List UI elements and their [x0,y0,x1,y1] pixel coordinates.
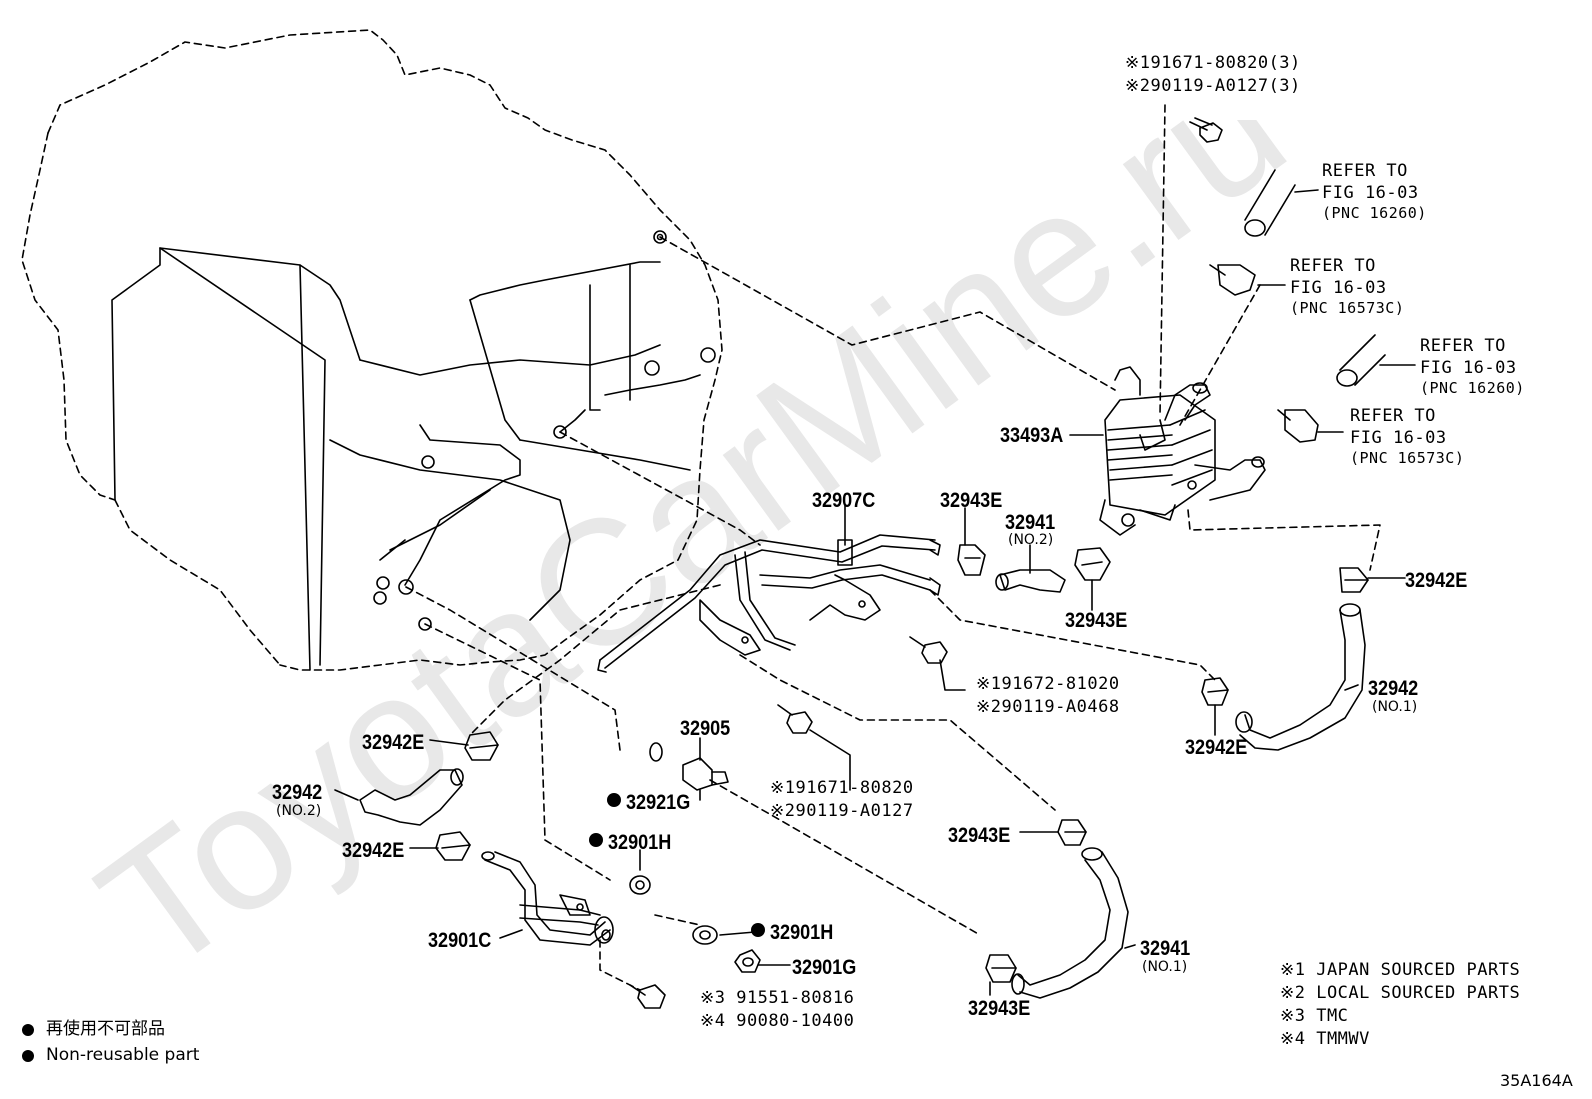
clip-32943E-mid [1074,547,1111,581]
refer-3-line3: (PNC 16260) [1420,379,1525,397]
note-4: ※4 TMMWV [1280,1029,1370,1049]
note-2: ※2 LOCAL SOURCED PARTS [1280,983,1521,1003]
part-32941-no1-sub: (NO.1) [1142,959,1188,975]
leader-dashed-lines [405,104,1381,991]
bolt-center-line2[interactable]: ※290119-A0127 [770,801,914,821]
bolt-32901G [734,949,761,973]
part-32942-no1[interactable]: 32942 [1368,677,1419,700]
bolt-center [777,704,851,791]
top-bolt-drawing [1189,117,1223,143]
refer-2-line1[interactable]: REFER TO [1290,256,1376,276]
transmission-bellhousing [111,230,716,671]
note-3: ※3 TMC [1280,1006,1349,1026]
diagram-id: 35A164A [1500,1071,1573,1090]
refer-clamp-2 [1209,264,1286,296]
transmission-housing-outline [21,29,723,671]
part-32942E-left[interactable]: 32942E [362,731,425,754]
bolt-mid-line1[interactable]: ※191672-81020 [976,674,1120,694]
clip-32943E-top [957,544,986,576]
leader-solid-lines [334,434,1406,996]
refer-3-line1[interactable]: REFER TO [1420,336,1506,356]
bolt-mid [909,636,966,691]
clip-32942E-right [1339,567,1369,593]
bolt-bottom [629,984,666,1009]
tube-32901C-drawing [481,851,611,946]
washer-32901H-b [692,925,718,945]
oil-cooler-drawing [1099,366,1266,536]
refer-4-line3: (PNC 16573C) [1350,449,1465,467]
part-32943E-mid[interactable]: 32943E [1065,609,1128,632]
part-32901C[interactable]: 32901C [428,929,492,952]
clip-32942E-left [464,731,499,761]
part-32941-no1[interactable]: 32941 [1140,937,1191,960]
refer-1-line3: (PNC 16260) [1322,204,1427,222]
tube-32907C-drawing [597,534,941,673]
part-33493A[interactable]: 33493A [1000,424,1064,447]
part-32942E-right[interactable]: 32942E [1405,569,1468,592]
part-32942-no1-sub: (NO.1) [1372,699,1418,715]
washer-near-32901C [594,916,614,944]
bolt-center-line1[interactable]: ※191671-80820 [770,778,914,798]
part-32942-no2[interactable]: 32942 [272,781,323,804]
refer-3-line2[interactable]: FIG 16-03 [1420,358,1517,378]
part-32905[interactable]: 32905 [680,717,731,740]
top-bolt-line2: ※290119-A0127(3) [1125,76,1301,96]
hose-32942-no2-drawing [359,768,464,826]
bolt-bottom-line2[interactable]: ※4 90080-10400 [700,1011,855,1031]
legend-jp: 再使用不可部品 [46,1019,165,1039]
part-32901G[interactable]: 32901G [792,956,857,979]
hose-32942-no1-drawing [1235,603,1366,751]
part-32907C[interactable]: 32907C [812,489,876,512]
hose-32941-no1-drawing [1011,847,1129,999]
part-32943E-top[interactable]: 32943E [940,489,1003,512]
part-32942E-left-low[interactable]: 32942E [342,839,405,862]
part-32901H-a[interactable]: 32901H [608,831,672,854]
refer-1-line2[interactable]: FIG 16-03 [1322,183,1419,203]
non-reusable-dots [22,793,765,1062]
refer-2-line3: (PNC 16573C) [1290,299,1405,317]
refer-hose-3 [1336,334,1416,387]
refer-4-line1[interactable]: REFER TO [1350,406,1436,426]
part-32942-no2-sub: (NO.2) [276,803,322,819]
clip-32943E-bottom [985,954,1017,983]
washer-32901H-a [629,875,651,895]
refer-hose-1 [1244,169,1319,237]
legend-en: Non-reusable part [46,1045,200,1065]
top-bolt-line1: ※191671-80820(3) [1125,53,1301,73]
refer-clamp-4 [1277,409,1344,443]
part-32941-no2[interactable]: 32941 [1005,511,1056,534]
part-32941-no2-sub: (NO.2) [1008,532,1054,548]
bolt-mid-line2[interactable]: ※290119-A0468 [976,697,1120,717]
refer-4-line2[interactable]: FIG 16-03 [1350,428,1447,448]
clip-32943E-low [1057,819,1087,846]
note-1: ※1 JAPAN SOURCED PARTS [1280,960,1521,980]
clip-32942E-right-low [1201,677,1229,706]
part-32943E-bottom[interactable]: 32943E [968,997,1031,1020]
refer-2-line2[interactable]: FIG 16-03 [1290,278,1387,298]
part-32943E-low[interactable]: 32943E [948,824,1011,847]
refer-1-line1[interactable]: REFER TO [1322,161,1408,181]
clip-32942E-left-low [435,831,471,861]
part-32901H-b[interactable]: 32901H [770,921,834,944]
bolt-bottom-line1[interactable]: ※3 91551-80816 [700,988,855,1008]
part-32942E-right-low[interactable]: 32942E [1185,736,1248,759]
part-32921G[interactable]: 32921G [626,791,691,814]
